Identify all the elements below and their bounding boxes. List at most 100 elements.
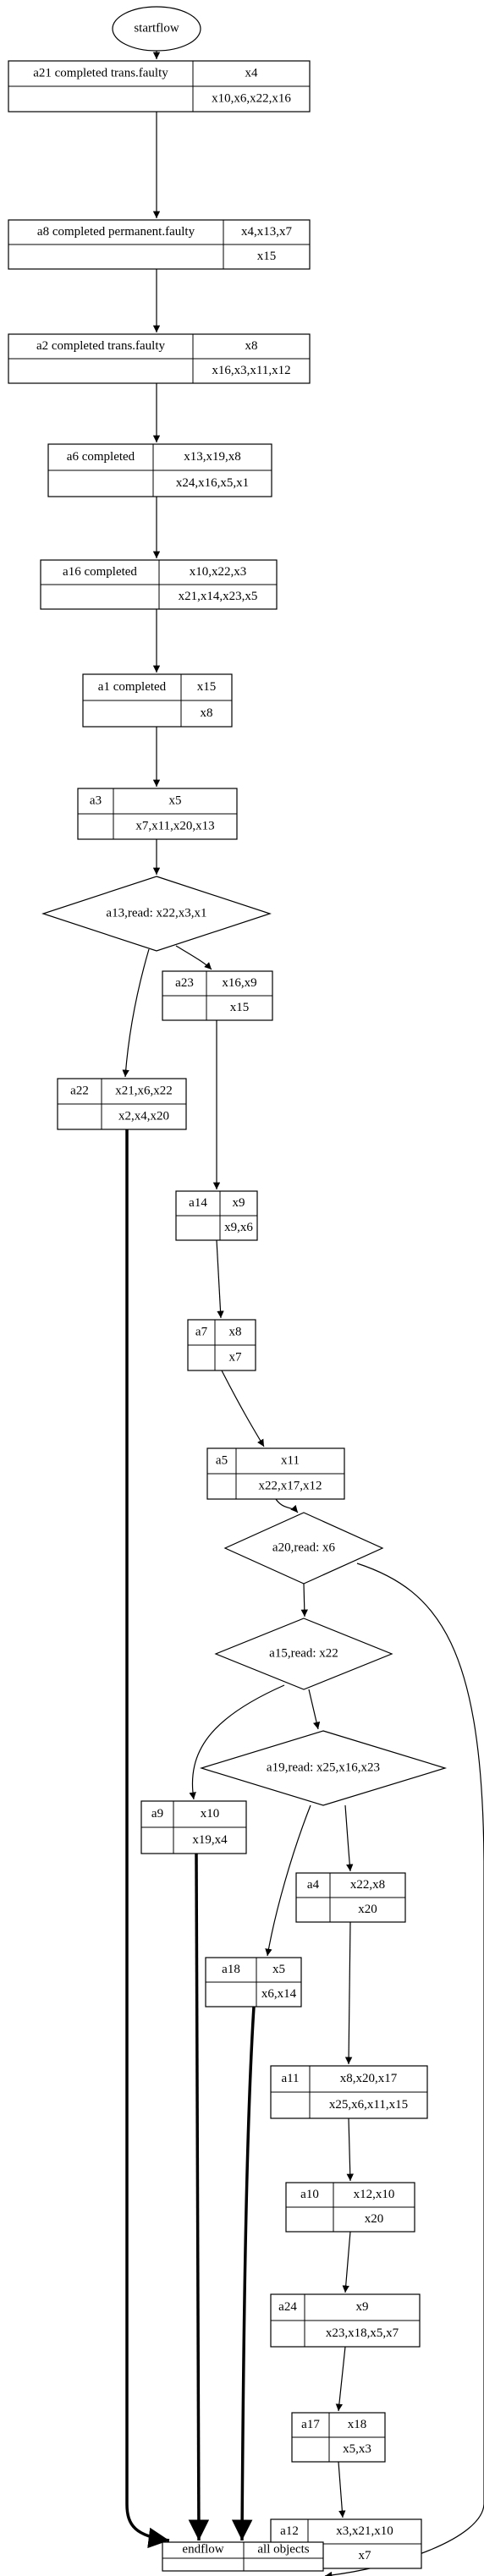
activity-box-a11: a11 x8,x20,x17 x25,x6,x11,x15: [270, 2065, 428, 2119]
activity-label: a21 completed trans.faulty: [33, 66, 168, 80]
read-objects: x16,x9: [222, 976, 256, 990]
edge-a11-a10: [346, 2117, 354, 2182]
read-objects: x8: [245, 339, 258, 353]
edge-a5-d20: [275, 1498, 299, 1513]
activity-label: a8 completed permanent.faulty: [37, 225, 195, 239]
edge-a7-a5: [221, 1370, 265, 1447]
edge-a14-a7: [216, 1239, 224, 1319]
read-objects: x22,x8: [350, 1878, 385, 1892]
activity-label: a2 completed trans.faulty: [36, 339, 166, 353]
decision-d13: a13,read: x22,x3,x1: [41, 876, 272, 952]
activity-label: a18: [222, 1963, 240, 1976]
activity-label: a22: [70, 1084, 89, 1097]
write-objects: x7: [229, 1350, 243, 1364]
activity-label: a3: [90, 794, 102, 807]
read-objects: x18: [348, 2418, 367, 2431]
write-objects: x19,x4: [192, 1833, 228, 1847]
activity-box-a14: a14 x9 x9,x6: [175, 1190, 258, 1241]
decision-label: a20,read: x6: [272, 1541, 336, 1554]
read-objects: x5: [169, 794, 182, 807]
activity-label: a1 completed: [98, 680, 167, 694]
start-node: startflow: [112, 6, 201, 52]
write-objects: x16,x3,x11,x12: [212, 364, 290, 377]
activity-label: a5: [216, 1453, 228, 1467]
read-objects: x15: [197, 680, 217, 694]
edge-a24-a17: [335, 2346, 346, 2412]
activity-box-a1: a1 completed x15 x8: [82, 673, 233, 728]
read-objects: x8,x20,x17: [340, 2072, 398, 2085]
activity-box-a4: a4 x22,x8 x20: [295, 1872, 406, 1923]
activity-box-a16: a16 completed x10,x22,x3 x21,x14,x23,x5: [40, 559, 278, 610]
write-objects: x20: [358, 1903, 377, 1916]
write-objects: x9,x6: [224, 1221, 253, 1234]
read-objects: x8: [229, 1325, 242, 1338]
activity-label: a17: [301, 2418, 320, 2431]
activity-label: a14: [189, 1196, 207, 1210]
activity-box-a3: a3 x5 x7,x11,x20,x13: [77, 788, 238, 840]
write-objects: x20: [365, 2212, 384, 2226]
edge-d20-d15: [300, 1583, 308, 1618]
read-objects: x4,x13,x7: [241, 225, 293, 239]
activity-box-a21: a21 completed trans.faulty x4 x10,x6,x22,x…: [8, 60, 311, 113]
write-objects: x7,x11,x20,x13: [135, 819, 214, 832]
write-objects: x21,x14,x23,x5: [179, 590, 258, 603]
read-objects: x4: [245, 66, 259, 80]
edge-d13-a23: [175, 945, 212, 970]
read-objects: x9: [356, 2300, 369, 2314]
write-objects: x8: [201, 706, 213, 720]
start-label: startflow: [134, 21, 179, 35]
write-objects: x6,x14: [261, 1987, 297, 2001]
end-node: endflow all objects: [162, 2541, 324, 2572]
end-label: endflow: [182, 2542, 223, 2556]
write-objects: x2,x4,x20: [118, 1109, 169, 1123]
activity-box-a7: a7 x8 x7: [187, 1319, 256, 1371]
activity-label: a7: [195, 1325, 208, 1338]
read-objects: x10: [201, 1807, 220, 1821]
edge-a18-end: [231, 2006, 256, 2541]
activity-label: a24: [278, 2300, 297, 2314]
edge-d19-a4: [344, 1804, 354, 1872]
read-objects: x3,x21,x10: [336, 2524, 393, 2538]
write-objects: x10,x6,x22,x16: [212, 91, 291, 105]
edge-d19-a18: [265, 1804, 311, 1957]
activity-label: a11: [281, 2072, 299, 2085]
activity-label: a4: [307, 1878, 320, 1892]
edge-a22-end: [125, 1129, 170, 2549]
decision-d19: a19,read: x25,x16,x23: [199, 1730, 448, 1806]
activity-box-a23: a23 x16,x9 x15: [162, 970, 273, 1021]
write-objects: x15: [257, 250, 277, 263]
end-objects: all objects: [257, 2542, 309, 2556]
decision-d20: a20,read: x6: [223, 1512, 384, 1585]
activity-label: a16 completed: [63, 565, 137, 579]
read-objects: x10,x22,x3: [190, 565, 247, 579]
read-objects: x21,x6,x22: [115, 1084, 173, 1097]
edge-a17-a12: [338, 2461, 346, 2518]
write-objects: x25,x6,x11,x15: [329, 2098, 408, 2112]
activity-box-a24: a24 x9 x23,x18,x5,x7: [270, 2293, 421, 2348]
activity-box-a18: a18 x5 x6,x14: [205, 1957, 302, 2008]
write-objects: x24,x16,x5,x1: [176, 476, 249, 490]
activity-label: a23: [175, 976, 194, 990]
write-objects: x23,x18,x5,x7: [326, 2326, 399, 2340]
decision-d15: a15,read: x22: [214, 1618, 393, 1690]
read-objects: x5: [272, 1963, 285, 1976]
edge-d15-d19: [308, 1689, 321, 1730]
edge-a10-a24: [342, 2231, 351, 2293]
activity-label: a9: [151, 1807, 163, 1821]
read-objects: x11: [281, 1453, 300, 1467]
activity-box-a2: a2 completed trans.faulty x8 x16,x3,x11,x1…: [8, 333, 311, 384]
activity-box-a8: a8 completed permanent.faulty x4,x13,x7 x1…: [8, 219, 311, 270]
write-objects: x15: [230, 1001, 250, 1014]
read-objects: x12,x10: [354, 2188, 395, 2201]
read-objects: x13,x19,x8: [184, 450, 241, 464]
decision-label: a13,read: x22,x3,x1: [106, 906, 206, 920]
edge-a9-end: [188, 1853, 210, 2541]
read-objects: x9: [233, 1196, 245, 1210]
write-objects: x7: [359, 2549, 372, 2562]
edge-a4-a11: [344, 1921, 353, 2065]
